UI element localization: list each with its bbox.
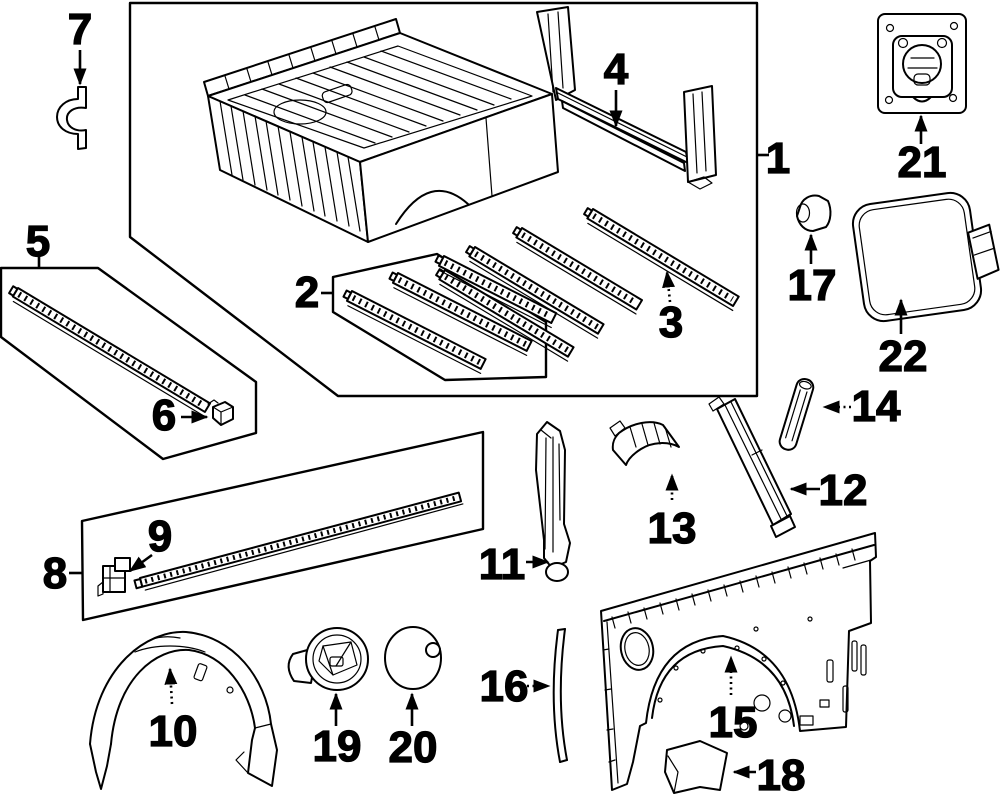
callout-18: 18 [757,751,806,795]
truck-bed-illustration [203,18,559,243]
callout-labels: 1 2 3 4 5 6 7 8 9 10 11 12 13 14 15 16 1… [25,4,947,795]
group-box-side-rail-upper [0,266,258,461]
inner-pillar-illustration [535,421,571,582]
callout-20: 20 [389,723,438,772]
callout-14: 14 [852,382,901,431]
diagonal-reinforcement-illustration [708,396,796,538]
floor-rails-illustration [435,207,740,362]
group-box-main-assembly [128,1,759,398]
callout-21: 21 [898,138,947,187]
callout-9-leader [128,553,153,573]
cross-sill-frame-illustration [536,6,717,190]
callout-1: 1 [766,134,790,183]
callout-10-leader [164,667,178,705]
fuel-door-blank-illustration [384,626,442,690]
callout-10: 10 [149,707,198,756]
splash-shield-illustration [664,740,728,794]
callout-11: 11 [479,540,526,589]
callout-9: 9 [148,512,172,561]
fuel-filler-door-illustration [851,191,1000,323]
fuel-filler-pocket-illustration [287,627,369,691]
callout-12: 12 [819,466,868,515]
boxed-floor-rails-illustration [342,254,558,374]
callout-17: 17 [788,261,837,310]
plug-cap-illustration [795,194,832,232]
corner-gusset-illustration [609,420,680,466]
callout-22: 22 [879,332,928,381]
quarter-panel-illustration [600,532,877,791]
callout-2: 2 [295,268,319,317]
group-box-side-rail-lower [80,430,485,622]
power-outlet-plate-illustration [877,13,967,114]
rail-end-block-illustration [207,399,234,426]
side-rail-upper-illustration [8,285,212,417]
callout-leaders [37,50,928,779]
callout-4: 4 [604,45,629,94]
callout-19: 19 [313,722,362,771]
group-box-floor-rails [331,252,548,382]
callout-5: 5 [26,217,50,266]
callout-15: 15 [709,698,758,747]
callout-7: 7 [68,5,92,54]
callout-6: 6 [152,391,176,440]
callout-3: 3 [659,298,683,347]
callout-16: 16 [480,662,529,711]
wheelhouse-liner-illustration [89,630,278,790]
side-rail-lower-illustration [133,491,464,591]
callout-8: 8 [43,549,67,598]
edge-seal-strip-illustration [552,628,568,763]
rail-clip-bracket-illustration [97,557,131,597]
filler-tube-illustration [778,377,815,451]
hook-clip-illustration [56,86,87,150]
callout-13: 13 [648,504,697,553]
